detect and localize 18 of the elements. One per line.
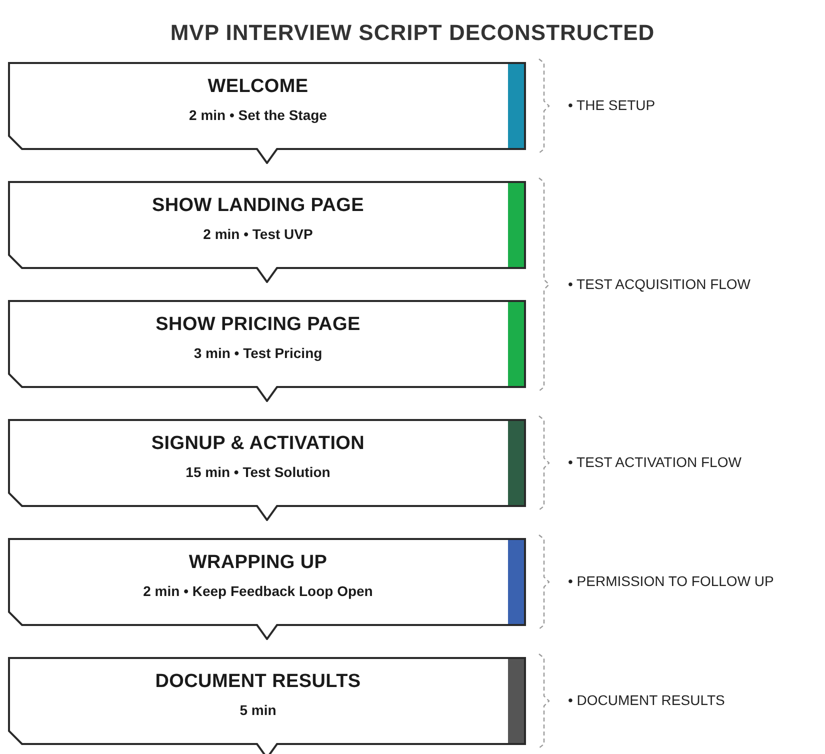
step-heading: SHOW LANDING PAGE bbox=[150, 195, 366, 217]
side-note: • TEST ACTIVATION FLOW bbox=[568, 454, 742, 470]
step-duration: 2 min • Set the Stage bbox=[188, 107, 328, 123]
step-duration: 2 min • Keep Feedback Loop Open bbox=[142, 583, 374, 599]
step-duration: 5 min bbox=[238, 702, 278, 718]
diagram-title: MVP INTERVIEW SCRIPT DECONSTRUCTED bbox=[169, 20, 656, 46]
step-heading: SHOW PRICING PAGE bbox=[154, 314, 362, 336]
step-heading: SIGNUP & ACTIVATION bbox=[150, 433, 366, 455]
step-duration: 15 min • Test Solution bbox=[184, 464, 332, 480]
step-heading: DOCUMENT RESULTS bbox=[154, 671, 362, 693]
step-heading: WRAPPING UP bbox=[188, 552, 328, 574]
step-duration: 2 min • Test UVP bbox=[202, 226, 314, 242]
side-note: • TEST ACQUISITION FLOW bbox=[568, 276, 751, 292]
side-note: • DOCUMENT RESULTS bbox=[568, 692, 725, 708]
step-heading: WELCOME bbox=[206, 76, 310, 98]
step-duration: 3 min • Test Pricing bbox=[192, 345, 324, 361]
side-note: • THE SETUP bbox=[568, 97, 656, 113]
side-note: • PERMISSION TO FOLLOW UP bbox=[568, 573, 774, 589]
